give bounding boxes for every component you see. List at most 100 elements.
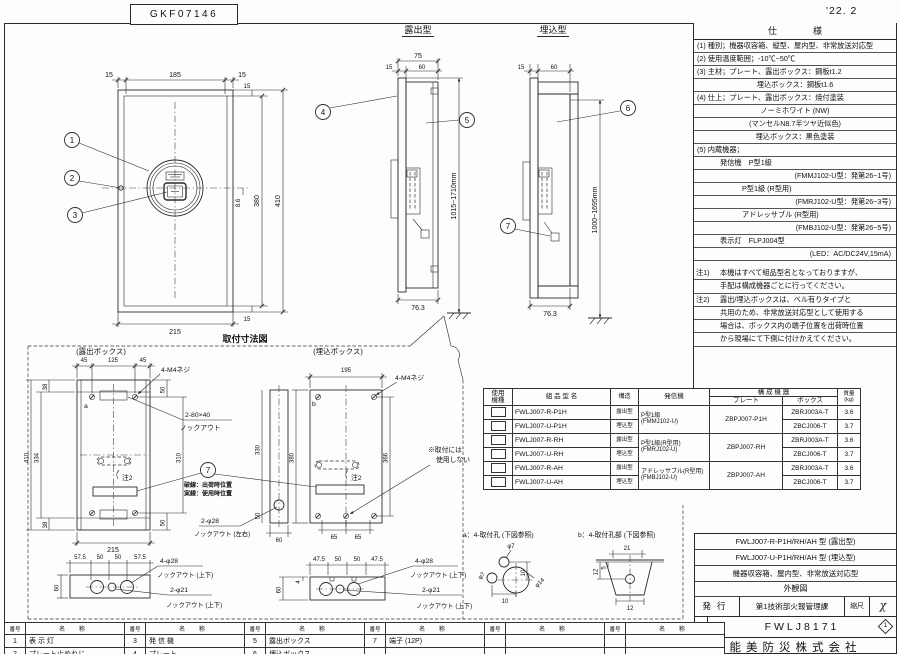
spec-row: 埋込ボックス：鋼板t1.6 xyxy=(694,79,896,92)
dim-label: 410 xyxy=(275,195,282,207)
front-view: 1 2 3 15 185 15 380 410 15 15 xyxy=(64,72,288,336)
mount-screws xyxy=(315,394,377,519)
dim-label: 15 xyxy=(244,84,251,90)
parts-row: FWLJ007-U-P1H 埋込型 ZBCJ006-T 3.7 xyxy=(483,418,861,434)
svg-text:2: 2 xyxy=(70,174,75,183)
spec-row: (FMRJ102-U型：発第26~3号) xyxy=(694,196,896,209)
issue-row: 発行 第1技術部火報管理課 縮尺 χ xyxy=(695,597,896,617)
dim-label: 410 xyxy=(25,452,31,463)
dim-label: 15 xyxy=(238,72,246,79)
issue-department: 第1技術部火報管理課 xyxy=(740,597,845,616)
balloon-5: 5 xyxy=(459,112,475,128)
dim-label: φ7 xyxy=(507,544,515,550)
knockout-ud-word: ノックアウト (上下) xyxy=(157,570,213,579)
use-checkbox[interactable] xyxy=(490,435,506,446)
nameplate xyxy=(165,171,185,181)
technical-drawing: 1 2 3 15 185 15 380 410 15 15 xyxy=(25,24,684,620)
spec-row: ノーミホワイト (NW) xyxy=(694,105,896,118)
legend-header-row: 番号名 称 番号名 称 番号名 称 番号名 称 番号名 称 番号名 称 xyxy=(4,622,725,635)
dim-label: 1000~1695mm xyxy=(592,186,599,233)
dim-label: 50 xyxy=(115,555,122,561)
bottom-view-exposed: 57.5 50 50 57.5 60 4-φ28 ノックアウト (上下) 2-φ… xyxy=(55,555,223,609)
note2-ref: 注2 xyxy=(122,473,133,482)
balloon-3: 3 xyxy=(67,207,83,223)
detail-b: b：4-取付孔部 (下図参照) 21 12 5 12 xyxy=(578,530,664,612)
model-line-exposed: FWLJ007-R-P1H/RH/AH 型 (露出型) xyxy=(695,534,896,550)
dim-label: φ14 xyxy=(534,577,546,589)
terminal-shipping-position xyxy=(314,460,360,470)
date: '22. 2 xyxy=(826,5,858,17)
spec-row: アドレッサブル (R型用) xyxy=(694,209,896,222)
parts-row: FWLJ007-R-RH 露出型 P型1級(R型用)(FMRJ102-U) ZB… xyxy=(483,432,861,462)
mount-exposed-box: (露出ボックス) a 注2 7 破線：出荷時位置 実線：使 xyxy=(25,346,317,554)
section-title: 取付寸法図 xyxy=(222,333,267,344)
parts-header-row: 使用機種 組 品 型 名 構造 発信機 構 成 機 器 質量(kg) xyxy=(483,387,861,406)
wall-hatch xyxy=(537,81,579,95)
note-row: 共用のため、非常放送対応型として使用する xyxy=(694,307,896,321)
ground-symbol xyxy=(588,317,612,325)
knockout-ud-word: ノックアウト (上下) xyxy=(416,601,472,610)
issue-label: 発行 xyxy=(695,597,740,616)
use-checkbox[interactable] xyxy=(490,407,506,418)
ground-symbol xyxy=(447,312,471,320)
detail-b-label: b：4-取付孔部 (下図参照) xyxy=(578,530,655,539)
dim-label: 10 xyxy=(502,599,509,605)
balloon-4: 4 xyxy=(315,104,331,120)
svg-text:7: 7 xyxy=(206,466,211,475)
balloon-1: 1 xyxy=(64,132,80,148)
dim-label: 65 xyxy=(331,535,338,541)
spec-row: (3) 主材；プレート、露出ボックス：鋼板t1.2 xyxy=(694,66,896,79)
dim-label: 60 xyxy=(551,65,558,71)
knockout-28lr: 2-φ28 xyxy=(201,518,219,525)
use-checkbox[interactable] xyxy=(490,463,506,474)
knockout-ud-word: ノックアウト (上下) xyxy=(166,600,222,609)
drawing-number: FWLJ8171 xyxy=(764,621,840,633)
balloon-2: 2 xyxy=(64,170,80,186)
svg-text:3: 3 xyxy=(73,211,78,220)
dim-label: 334 xyxy=(35,452,41,463)
knockout-21: 2-φ21 xyxy=(170,587,188,594)
dim-label: 4 xyxy=(296,580,302,584)
dim-label: 45 xyxy=(140,358,147,364)
dim-label: 50 xyxy=(335,557,342,563)
mount-recessed-box: (埋込ボックス) b 195 4-M4ネジ 380 366 xyxy=(290,346,471,541)
mount-side-profile: 330 50 60 xyxy=(256,385,292,544)
dim-label: 366 xyxy=(384,452,390,463)
parts-row: FWLJ007-U-AH 埋込型 ZBCJ006-T 3.7 xyxy=(483,474,861,490)
dim-label: 57.5 xyxy=(134,555,146,561)
screw-note: 4-M4ネジ xyxy=(161,366,190,374)
dim-label: 15 xyxy=(386,65,393,71)
title-block: FWLJ007-R-P1H/RH/AH 型 (露出型) FWLJ007-U-P1… xyxy=(694,533,897,654)
terminal-used-position xyxy=(315,484,365,495)
knockout-hole xyxy=(273,499,285,511)
dim-label: 60 xyxy=(419,65,426,71)
screw-note: 4-M4ネジ xyxy=(395,374,424,382)
spec-row: (LED：AC/DC24V,15mA) xyxy=(694,248,896,261)
spec-row: P型1級 (R型用) xyxy=(694,183,896,196)
scale-value: χ xyxy=(879,599,887,612)
not-used-note: ※取付には xyxy=(428,445,462,454)
use-checkbox[interactable] xyxy=(490,421,506,432)
dim-label: 21 xyxy=(624,546,631,552)
spec-row: (1) 種別；機器収容箱、縦型、屋内型、非常放送対応型 xyxy=(694,40,896,53)
spec-row: (FMBJ102-U型：発第26~5号) xyxy=(694,222,896,235)
balloon-7-mounting: 7 xyxy=(200,462,216,478)
bottom-view-recessed: 47.5 50 50 47.5 4 60 4-φ28 ノックアウト (上下) 2… xyxy=(277,557,473,610)
use-checkbox[interactable] xyxy=(490,477,506,488)
dim-label: 215 xyxy=(107,547,119,554)
detail-a: a：4-取付孔 (下図参照) φ7 10 φ7 10 φ14 xyxy=(463,530,547,605)
terminal-used-position xyxy=(92,486,138,497)
note-row: 注1)本機はすべて組品型名となっておりますが、 xyxy=(694,267,896,281)
drawing-type: 外観図 xyxy=(695,582,896,597)
dim-label: 60 xyxy=(277,586,283,593)
dim-label: 50 xyxy=(161,519,167,526)
use-checkbox[interactable] xyxy=(490,449,506,460)
dim-label: 15 xyxy=(518,65,525,71)
wall-hatch xyxy=(537,285,579,299)
spec-panel: 仕 様 (1) 種別；機器収容箱、縦型、屋内型、非常放送対応型 (2) 使用温度… xyxy=(693,23,896,388)
knockout-word: ノックアウト xyxy=(180,424,221,432)
scale-label: 縮尺 xyxy=(845,597,870,616)
spec-row: (4) 仕上；プレート、露出ボックス：焼付塗装 xyxy=(694,92,896,105)
